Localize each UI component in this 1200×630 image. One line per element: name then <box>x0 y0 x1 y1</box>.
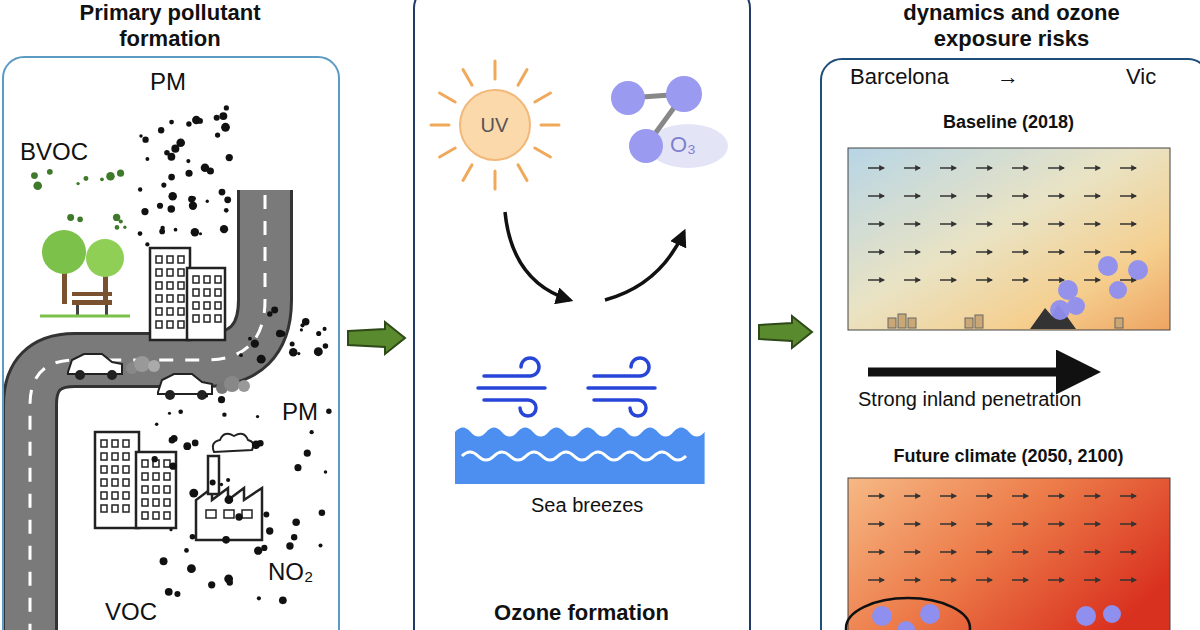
city-scene <box>30 105 332 630</box>
ozone-scene <box>431 61 728 484</box>
panel-heading: Ozone formation <box>413 600 751 626</box>
wind-maps <box>846 148 1170 630</box>
car <box>158 374 250 400</box>
pollutant-label: BVOC <box>20 138 88 166</box>
place-label: Barcelona <box>850 64 949 89</box>
map-heading: Future climate (2050, 2100) <box>848 440 1170 476</box>
molecule-label: O₃ <box>670 132 696 157</box>
caption-label: Sea breezes <box>531 494 643 517</box>
arrow-label: Strong inland penetration <box>858 388 1082 411</box>
pollutant-label: NO₂ <box>268 558 313 586</box>
pollutant-label: VOC <box>105 598 157 626</box>
sun-label: UV <box>481 113 509 137</box>
panel-heading: dynamics and ozone exposure risks <box>892 0 1132 52</box>
block-arrow <box>348 322 405 354</box>
pollutant-label: PM <box>282 398 318 426</box>
place-label: Vic <box>1126 64 1156 89</box>
panel: Ozone formation UV <box>413 0 751 630</box>
map-heading: Baseline (2018) <box>848 106 1170 146</box>
panel: dynamics and ozone exposure risksBaselin… <box>820 58 1200 630</box>
pollutant-label: PM <box>150 68 186 96</box>
block-arrow <box>759 316 812 348</box>
car <box>68 354 160 380</box>
panel-heading: Baseline (2018) <box>848 112 1170 134</box>
direction-arrow: → <box>997 64 1019 89</box>
panel-heading: Primary pollutant formation <box>52 0 288 53</box>
panel-heading: Future climate (2050, 2100) <box>848 446 1170 468</box>
sun-circle: UV <box>459 89 531 161</box>
